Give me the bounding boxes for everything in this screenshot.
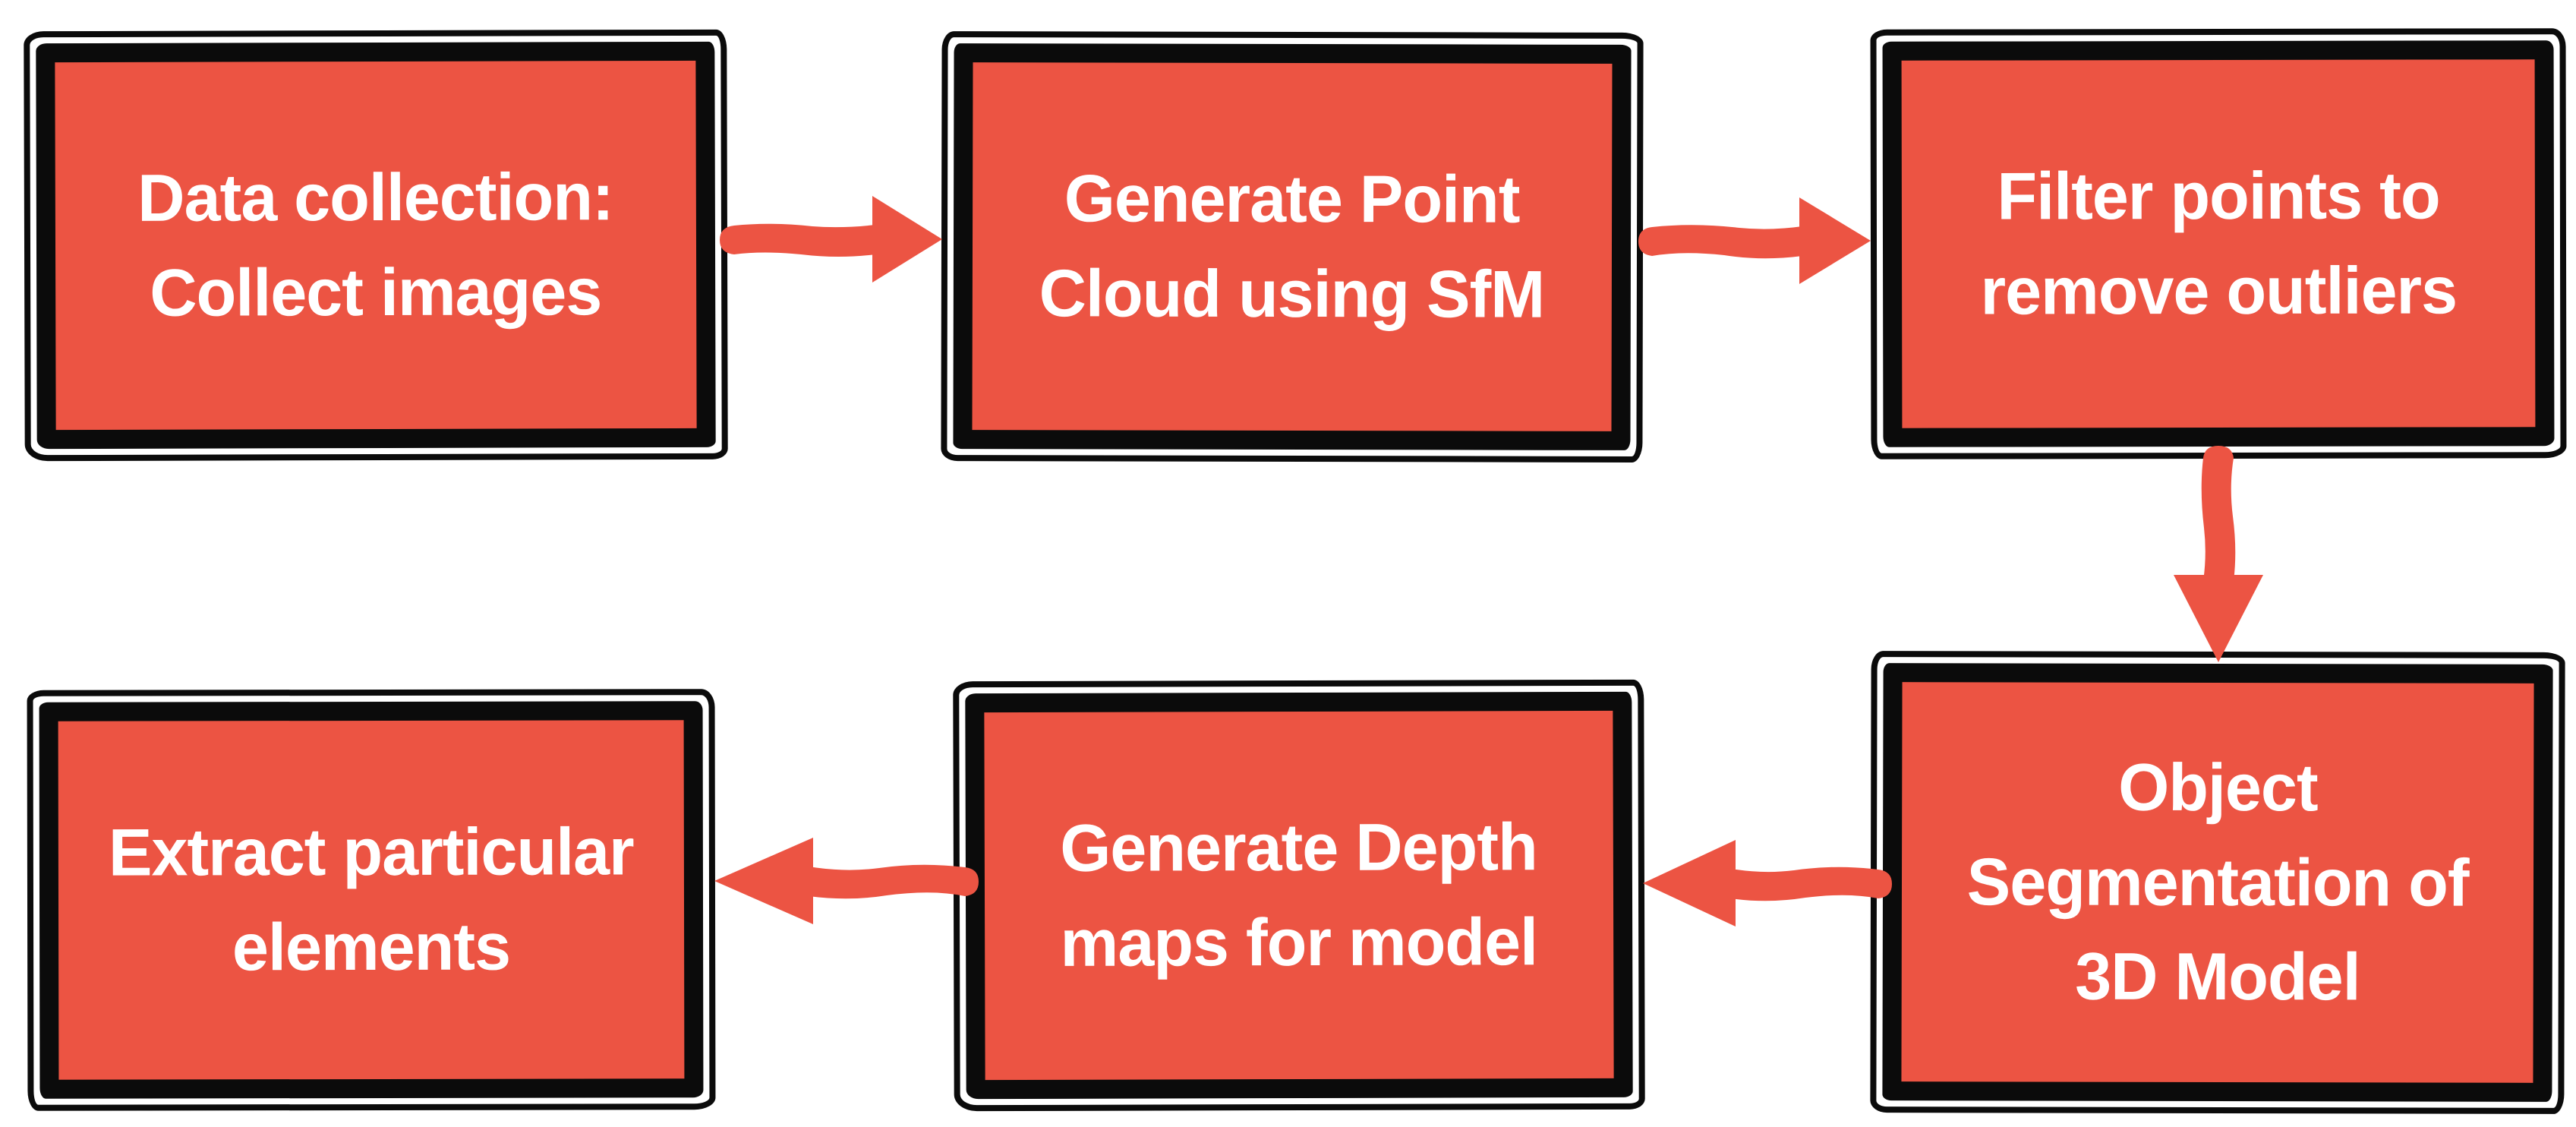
node-object-segmentation-body: Object Segmentation of 3D Model bbox=[1882, 663, 2553, 1102]
node-label: Filter points to remove outliers bbox=[1980, 157, 2457, 329]
node-object-segmentation: Object Segmentation of 3D Model bbox=[1870, 651, 2565, 1114]
node-extract-elements: Extract particular elements bbox=[27, 689, 716, 1111]
arrow-down-filter-to-segmentation-icon bbox=[2167, 444, 2270, 665]
node-data-collection: Data collection: Collect images bbox=[24, 29, 728, 462]
node-label: Generate Depth maps for model bbox=[1060, 809, 1538, 980]
node-label: Data collection: Collect images bbox=[137, 159, 614, 330]
node-extract-elements-body: Extract particular elements bbox=[39, 701, 704, 1099]
arrow-left-depthmaps-to-extract-icon bbox=[708, 831, 980, 931]
node-label: Generate Point Cloud using SfM bbox=[1039, 160, 1545, 332]
node-label: Object Segmentation of 3D Model bbox=[1966, 749, 2469, 1015]
node-label: Extract particular elements bbox=[108, 813, 634, 985]
arrow-right-collect-to-pointcloud-icon bbox=[717, 189, 945, 289]
node-point-cloud-body: Generate Point Cloud using SfM bbox=[953, 43, 1632, 450]
arrow-left-segmentation-to-depthmaps-icon bbox=[1638, 833, 1893, 933]
node-filter-points-body: Filter points to remove outliers bbox=[1882, 40, 2555, 447]
node-depth-maps: Generate Depth maps for model bbox=[953, 679, 1645, 1112]
arrow-right-pointcloud-to-filter-icon bbox=[1637, 191, 1874, 291]
node-point-cloud: Generate Point Cloud using SfM bbox=[941, 31, 1644, 462]
node-depth-maps-body: Generate Depth maps for model bbox=[965, 691, 1633, 1100]
node-data-collection-body: Data collection: Collect images bbox=[36, 41, 716, 450]
node-filter-points: Filter points to remove outliers bbox=[1870, 28, 2567, 459]
